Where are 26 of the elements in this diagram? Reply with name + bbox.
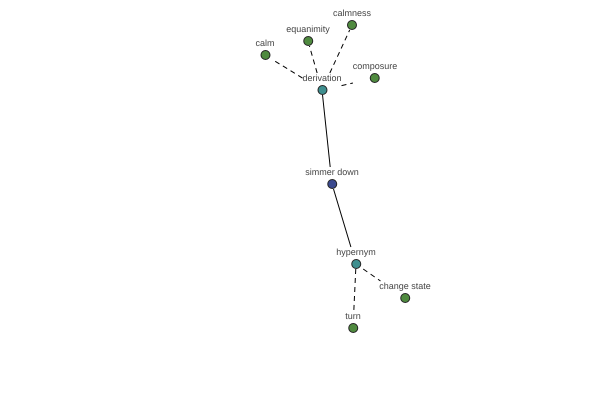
graph-node [256, 38, 274, 60]
node-label: calmness [333, 8, 371, 19]
dashed-line [329, 30, 350, 74]
graph-node [333, 8, 371, 30]
dashed-line [362, 268, 381, 282]
node-label: equanimity [286, 24, 330, 35]
node-label: composure [352, 61, 398, 72]
graph-node [336, 247, 376, 269]
graph-node [305, 167, 359, 189]
connector-line [333, 188, 352, 248]
node-label: calm [256, 38, 274, 49]
graph-node [352, 61, 398, 83]
graph-node [286, 24, 330, 46]
dashed-line [341, 82, 354, 86]
dashed-line [353, 268, 356, 312]
graph-node [379, 281, 431, 303]
graph-node [345, 311, 361, 333]
node-label: turn [345, 311, 361, 322]
dashed-line [308, 46, 318, 74]
graph-node [302, 73, 342, 95]
node-label: change state [379, 281, 431, 292]
node-label: hypernym [336, 247, 376, 258]
node-label: simmer down [305, 167, 359, 178]
dashed-line [272, 60, 303, 79]
node-label: derivation [302, 73, 342, 84]
connector-line [322, 94, 331, 168]
